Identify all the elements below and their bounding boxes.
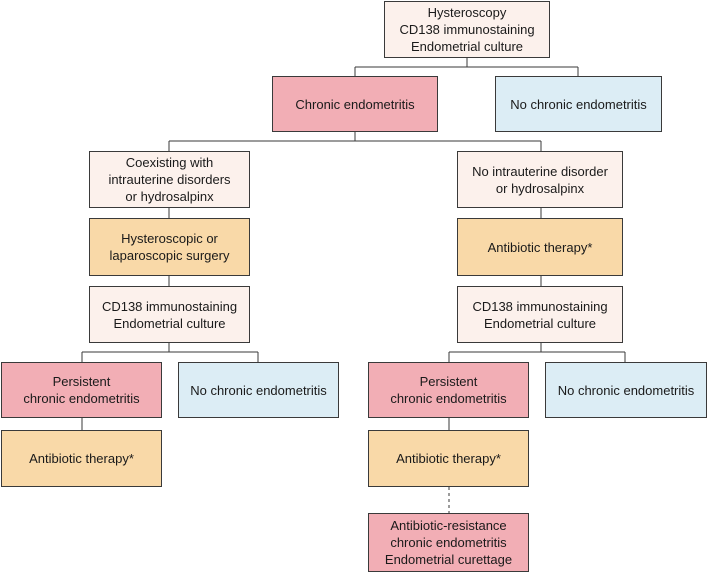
right-resolved-box: No chronic endometritis bbox=[545, 362, 707, 418]
right-retest-box: CD138 immunostaining Endometrial culture bbox=[457, 286, 623, 343]
no-chronic-endometritis-box: No chronic endometritis bbox=[495, 76, 662, 132]
left-retest-box: CD138 immunostaining Endometrial culture bbox=[89, 286, 250, 343]
left-condition-box: Coexisting with intrauterine disorders o… bbox=[89, 151, 250, 208]
left-persistent-box: Persistent chronic endometritis bbox=[1, 362, 162, 418]
right-resistant-box: Antibiotic-resistance chronic endometrit… bbox=[368, 513, 529, 572]
left-antibiotic-box: Antibiotic therapy* bbox=[1, 430, 162, 487]
right-antibiotic-box: Antibiotic therapy* bbox=[457, 218, 623, 276]
right-persistent-box: Persistent chronic endometritis bbox=[368, 362, 529, 418]
right-condition-box: No intrauterine disorder or hydrosalpinx bbox=[457, 151, 623, 208]
root-box: Hysteroscopy CD138 immunostaining Endome… bbox=[384, 1, 550, 58]
left-resolved-box: No chronic endometritis bbox=[178, 362, 339, 418]
left-surgery-box: Hysteroscopic or laparoscopic surgery bbox=[89, 218, 250, 276]
chronic-endometritis-box: Chronic endometritis bbox=[272, 76, 438, 132]
right-second-antibiotic-box: Antibiotic therapy* bbox=[368, 430, 529, 487]
